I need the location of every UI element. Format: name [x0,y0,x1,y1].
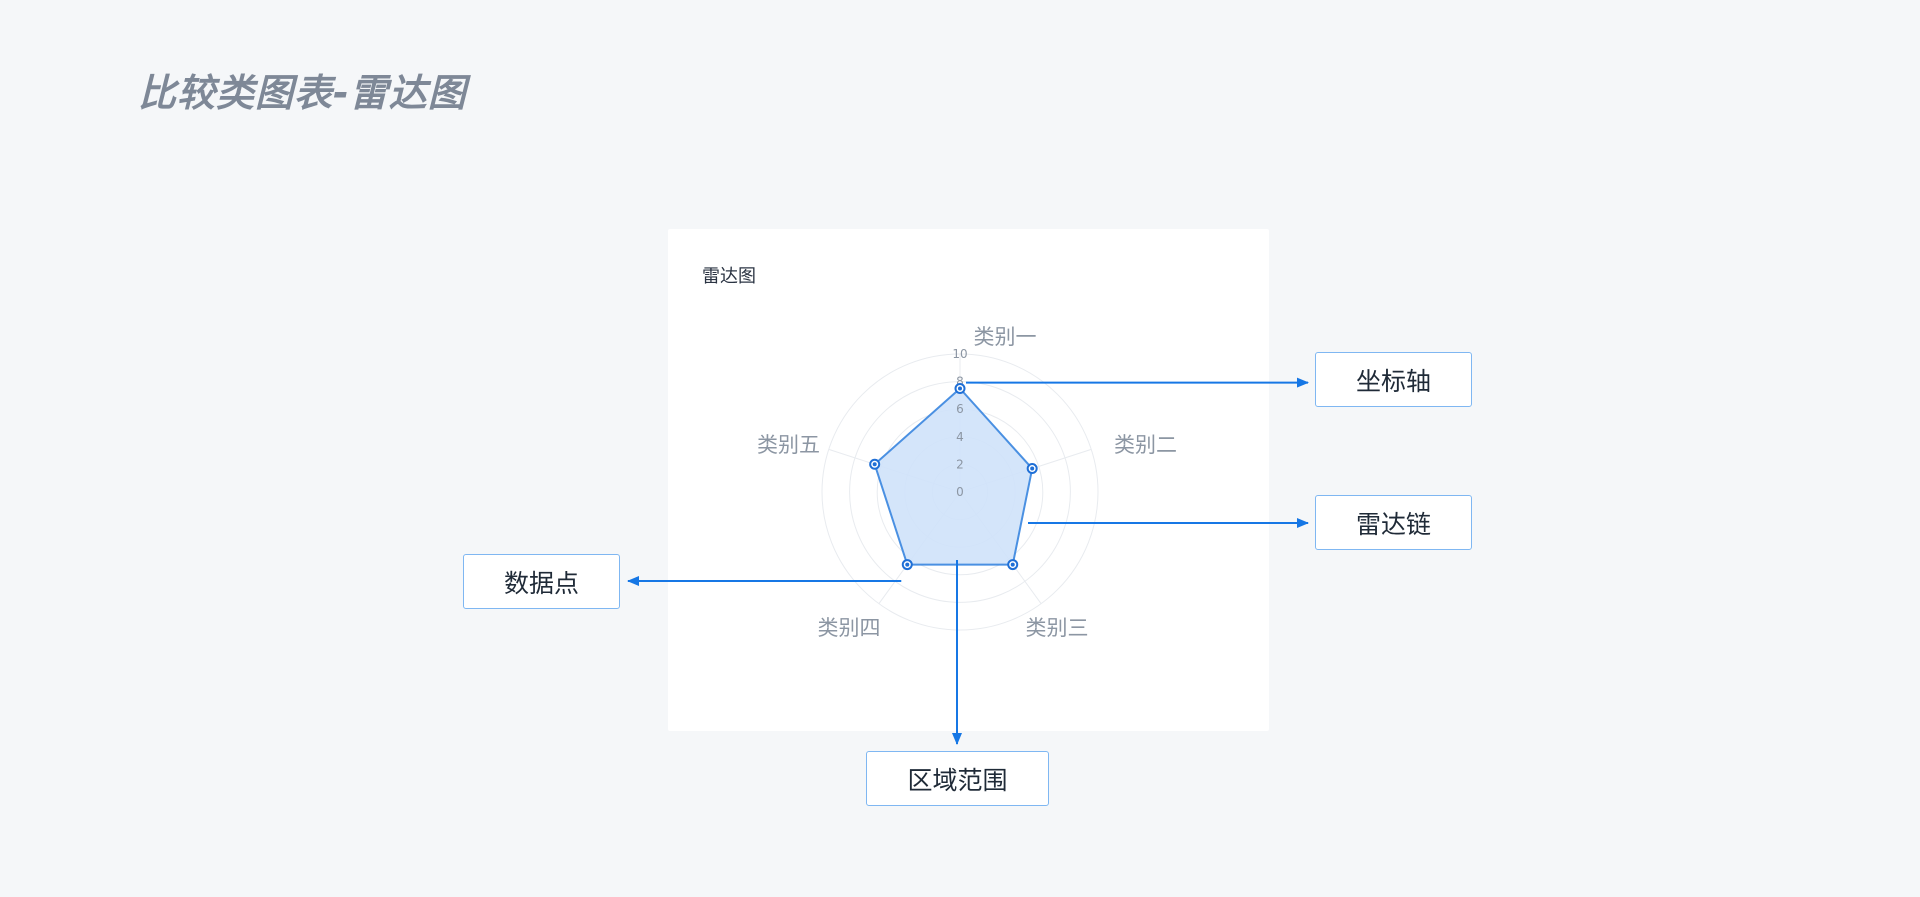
category-label: 类别五 [757,433,820,457]
data-point-core [1030,466,1035,471]
callout-data-point: 数据点 [463,554,620,609]
radial-tick-label: 10 [952,347,967,361]
radar-area [873,387,1034,566]
callout-area-range: 区域范围 [866,751,1049,806]
data-point-core [1010,562,1015,567]
radial-tick-label: 8 [956,375,964,389]
card-title: 雷达图 [702,266,756,287]
radial-tick-label: 2 [956,457,964,471]
data-point-core [958,386,962,391]
radial-tick-label: 4 [956,430,964,444]
callout-radar-chain: 雷达链 [1315,495,1472,550]
category-label: 类别三 [1026,616,1089,640]
radial-tick-label: 6 [956,402,964,416]
data-point-core [872,462,877,467]
page-title: 比较类图表-雷达图 [138,71,467,115]
category-label: 类别四 [818,616,881,640]
callout-axis: 坐标轴 [1315,352,1472,407]
category-label: 类别一 [974,325,1037,349]
data-point-core [905,562,910,567]
radial-tick-label: 0 [956,485,964,499]
category-label: 类别二 [1114,433,1177,457]
